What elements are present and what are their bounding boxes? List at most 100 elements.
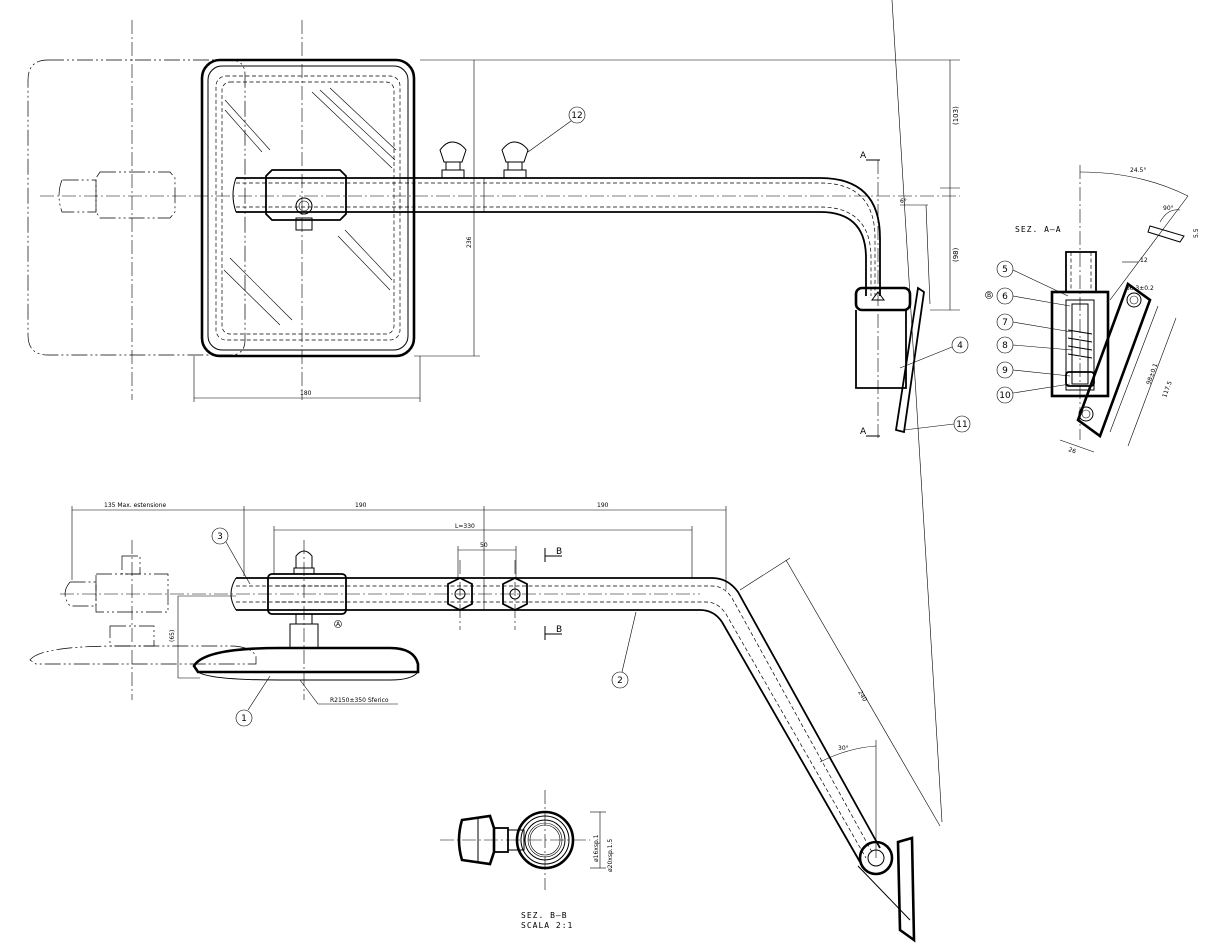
side-view-dimensions: 135 Max. estensione 190 190 L=330 50 (65…: [71, 0, 943, 858]
side-arm-bottom: [236, 609, 861, 863]
phantom-knob: [121, 555, 141, 575]
dim-6-3: ø6.3±0.2: [1126, 285, 1154, 292]
bracket-bolt-head: [871, 291, 885, 301]
angled-plate: [1076, 281, 1152, 439]
bracket-plate: [894, 286, 925, 434]
svg-text:1: 1: [241, 714, 247, 724]
dim-103: (103): [952, 106, 960, 125]
b-symbol: B: [987, 292, 991, 299]
dim-98: (98): [952, 247, 960, 262]
balloon-9: 9: [996, 361, 1071, 379]
phantom-mirror-side: [29, 645, 257, 665]
balloon-8: 8: [996, 336, 1073, 354]
dim-50: 50: [480, 542, 488, 549]
bb-thread: [507, 829, 525, 851]
arm-tube-bottom-edge: [236, 211, 867, 296]
section-b-top-letter: B: [556, 547, 562, 557]
side-bracket-plate: [896, 836, 916, 943]
spring-washers: [1067, 329, 1093, 359]
dim-180: 180: [300, 390, 312, 397]
section-b-markers: B B: [544, 547, 562, 640]
tube-section: [1065, 251, 1097, 293]
svg-text:9: 9: [1002, 366, 1008, 376]
svg-text:2: 2: [617, 676, 623, 686]
glass-reflection-lines: [223, 87, 397, 326]
svg-text:10: 10: [999, 391, 1011, 401]
dim-6deg: 6°: [900, 198, 907, 205]
section-a-bottom-letter: A: [860, 427, 867, 437]
balloon-3: 3: [211, 527, 251, 585]
ball-joint-outer: [295, 197, 313, 215]
svg-text:3: 3: [217, 532, 223, 542]
knob-2: [501, 141, 529, 179]
bracket-body: [855, 310, 907, 389]
arm-tube-end: [232, 177, 237, 213]
top-view: (103) (98) 236 180 6° A A 12: [27, 20, 971, 440]
plate-hole-bottom: [1078, 406, 1094, 422]
svg-text:5: 5: [1002, 265, 1008, 275]
dim-30deg: 30°: [838, 745, 849, 752]
mirror-side-bottom: [197, 671, 419, 681]
bb-outer-tube: [515, 810, 575, 870]
mirror-glass-edge: [215, 75, 401, 341]
dim-24-5: 24.5°: [1130, 167, 1146, 174]
phantom-clamp: [95, 171, 176, 219]
section-aa-title: SEZ. A–A: [1015, 225, 1062, 234]
knob-1: [439, 141, 467, 179]
svg-text:4: 4: [957, 341, 963, 351]
side-knob-1: [447, 576, 473, 612]
svg-text:7: 7: [1002, 318, 1008, 328]
bolt-bore: [1065, 299, 1095, 391]
dim-98-5: 98±0.1: [1145, 362, 1159, 385]
dim-117-5: 117.5: [1161, 380, 1174, 399]
dim-190a: 190: [355, 502, 367, 509]
a-symbol: A: [336, 621, 341, 628]
section-bb-title: SEZ. B–B: [521, 911, 568, 920]
balloon-2: 2: [611, 611, 637, 689]
mirror-glass-edge-2: [221, 81, 395, 335]
dim-12: 12: [1140, 257, 1148, 264]
dim-5-5: 5.5: [1193, 228, 1200, 238]
balloon-6: 6: [996, 287, 1071, 307]
bb-outer-tube-wall: [520, 815, 570, 865]
svg-text:12: 12: [571, 111, 582, 121]
side-arm-top: [236, 577, 881, 849]
phantom-mirror-outline: [27, 59, 246, 356]
balloon-10: 10: [996, 383, 1071, 404]
section-b-bottom-letter: B: [556, 625, 562, 635]
balloon-4: 4: [899, 336, 969, 369]
angle-arc-90: [1159, 209, 1181, 223]
dim-20: ø20xsp.1.5: [607, 839, 614, 872]
side-view: A 135 Max. estensione 190 190: [29, 0, 943, 943]
balloon-7: 7: [996, 313, 1073, 333]
side-clamp-cap: [295, 550, 313, 569]
dim-R2150: R2150±350 Sferico: [330, 697, 389, 704]
side-knob-2: [502, 576, 528, 612]
phantom-arm-end-side: [64, 581, 97, 607]
arm-tube-top-edge: [236, 177, 881, 296]
ball-joint-inner: [298, 200, 310, 212]
section-bb-scale: SCALA 2:1: [521, 921, 573, 930]
section-a-top-letter: A: [860, 151, 867, 161]
balloon-12: 12: [527, 106, 586, 153]
dim-L330: L=330: [455, 523, 475, 530]
mirror-frame-inner: [207, 65, 409, 351]
svg-text:6: 6: [1002, 292, 1008, 302]
dim-236: 236: [466, 236, 473, 248]
dim-190b: 190: [597, 502, 609, 509]
dim-90: 90°: [1163, 205, 1174, 212]
balloon-1: 1: [235, 675, 271, 727]
phantom-arm-end: [58, 179, 97, 213]
arm-tube-inner-2: [236, 206, 872, 296]
mirror-side: [192, 646, 420, 674]
clamp-body-hatched: [1050, 290, 1110, 398]
section-bb-view: ø16xsp.1 ø20xsp.1.5 SEZ. B–B SCALA 2:1: [440, 790, 614, 930]
dim-65: (65): [169, 630, 176, 642]
svg-text:8: 8: [1002, 341, 1008, 351]
mirror-clamp-block: [265, 169, 347, 221]
balloon-5: 5: [996, 260, 1069, 297]
wedge-sample: [1147, 225, 1185, 243]
bb-inner-tube: [524, 819, 566, 861]
screw: [1071, 303, 1089, 385]
